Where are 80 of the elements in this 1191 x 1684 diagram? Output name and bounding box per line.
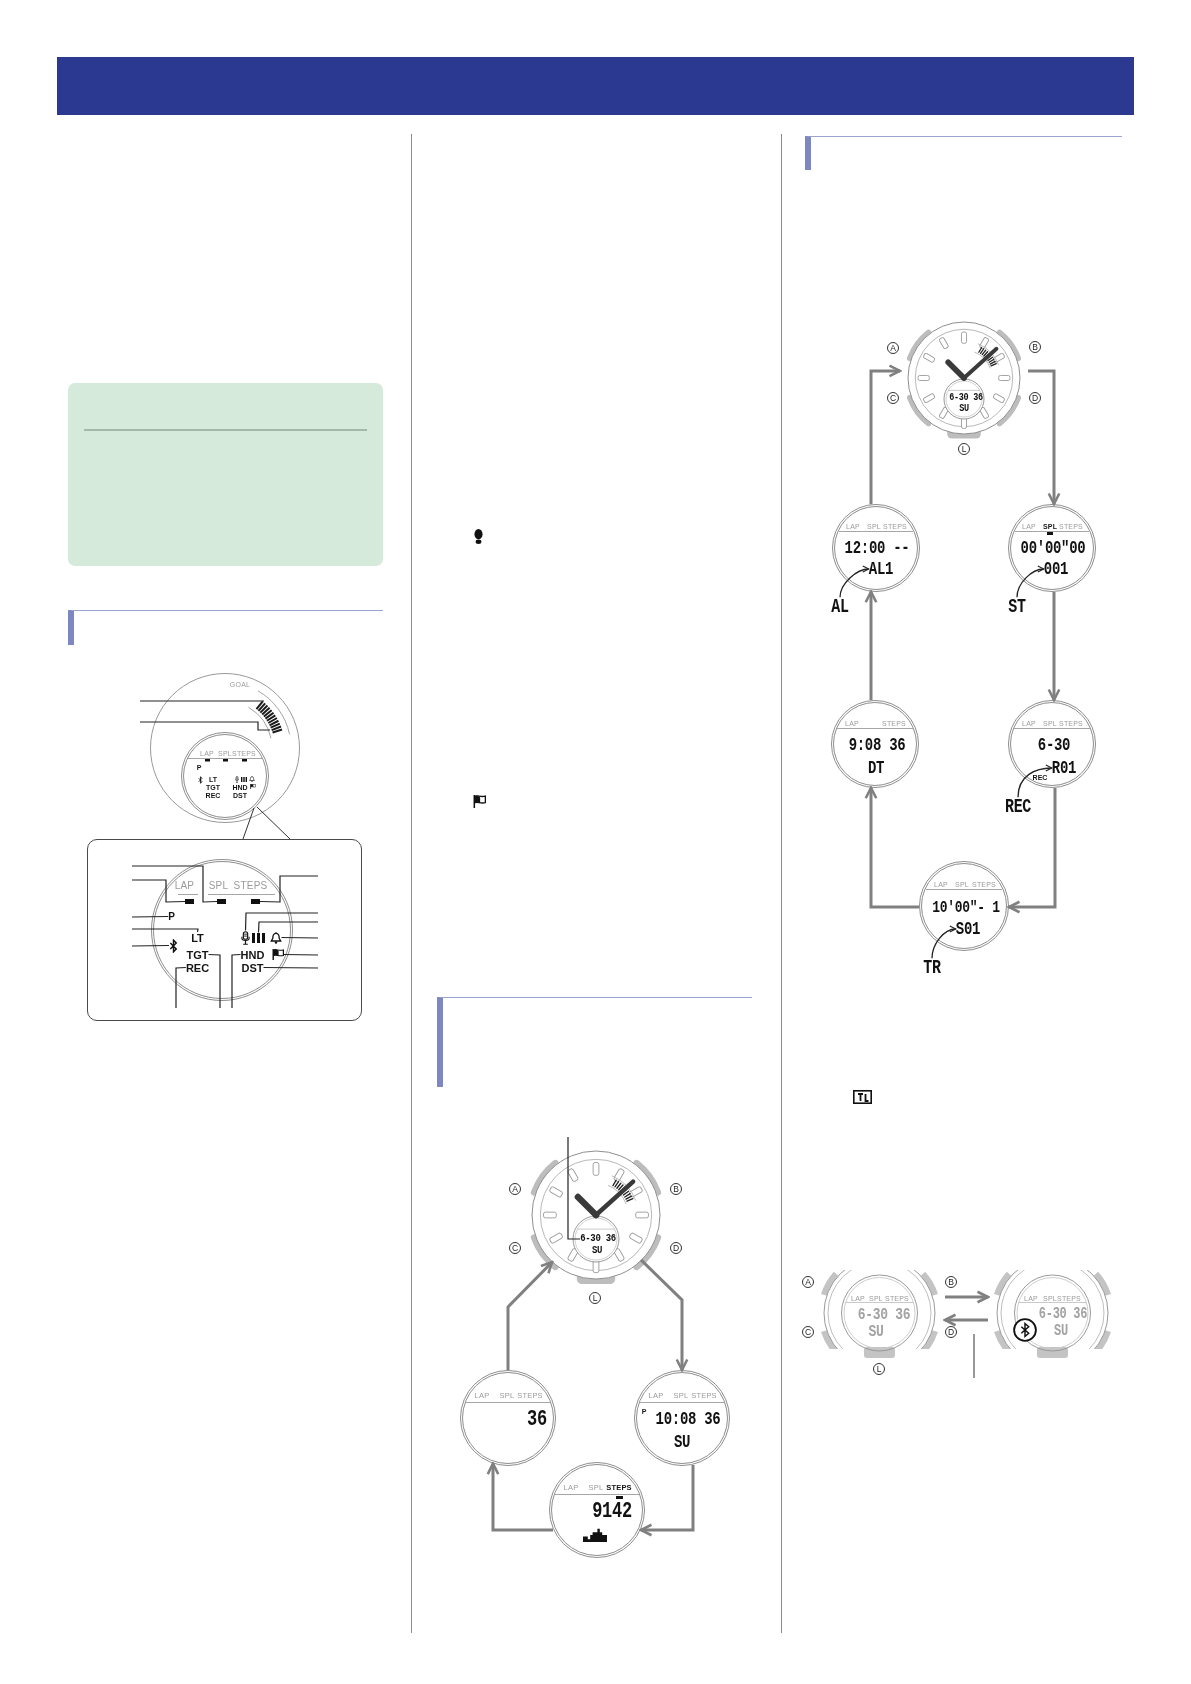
date-readout: 6-30 <box>1037 735 1071 755</box>
leader-line <box>231 953 242 1009</box>
time-readout: 9:08 36 <box>848 735 906 755</box>
indicator-label: P <box>168 911 175 922</box>
microphone-icon <box>241 930 250 945</box>
leader-line <box>259 875 319 903</box>
step-count-readout: 9142 <box>592 1499 632 1523</box>
mode-label: AL <box>831 597 849 617</box>
bluetooth-icon <box>169 938 178 953</box>
time-readout: 6-30 36 <box>857 1305 911 1323</box>
bell-icon <box>269 931 282 944</box>
seconds-readout: 36 <box>527 1407 547 1431</box>
time-readout: 12:00 -- <box>844 538 910 558</box>
battery-icon <box>252 932 265 943</box>
leader-line <box>131 865 218 903</box>
indicator-icon <box>185 899 194 904</box>
mode-code: DT <box>867 758 885 778</box>
arrow <box>943 1313 988 1327</box>
leader-line <box>567 1136 581 1240</box>
indicator-label: HND <box>240 949 265 960</box>
section-heading-bar <box>805 136 1122 170</box>
section-heading-bar <box>437 997 752 1087</box>
indicator-icon <box>251 899 260 904</box>
time-readout: 6-30 36 <box>949 392 983 404</box>
day-readout: SU <box>1054 1323 1068 1339</box>
arrow <box>1028 369 1061 506</box>
leader-arrow <box>839 566 870 598</box>
indicator-label: SPL <box>208 880 229 891</box>
leader-line <box>139 700 265 702</box>
arrow <box>864 786 919 909</box>
day-readout: SU <box>591 1245 603 1257</box>
time-readout: 6-30 36 <box>1038 1306 1088 1322</box>
indicator-label: LAP <box>174 880 195 891</box>
mode-code: S01 <box>955 919 981 939</box>
arrow <box>639 1465 695 1537</box>
leader-line <box>282 953 319 956</box>
indicator-label: DST <box>241 962 264 973</box>
mode-label: REC <box>1004 797 1032 817</box>
time-readout: 10:08 36 <box>655 1409 721 1429</box>
arrow <box>1007 788 1057 914</box>
arrow <box>506 1260 554 1370</box>
leader-line <box>244 912 319 932</box>
arrow <box>869 364 902 505</box>
leader-line <box>280 936 319 939</box>
leader-line <box>139 721 271 731</box>
leader-line <box>262 966 319 969</box>
leader-line <box>131 879 186 903</box>
time-readout: 6-30 36 <box>580 1233 616 1245</box>
indicator-label: TGT <box>186 949 209 960</box>
leader-line <box>131 915 169 918</box>
indicator-icon <box>217 899 226 904</box>
leader-line <box>257 921 319 934</box>
leader-arrow <box>1017 764 1053 798</box>
leader-line <box>131 944 170 947</box>
timer-readout: 10'00"- 1 <box>932 898 1000 916</box>
mode-code: 001 <box>1043 559 1069 579</box>
arrow <box>1047 592 1061 702</box>
arrow <box>945 1290 990 1304</box>
stopwatch-readout: 00'00"00 <box>1020 538 1086 558</box>
indicator-label: LT <box>191 932 204 943</box>
arrow <box>486 1462 553 1532</box>
day-readout: SU <box>673 1432 691 1452</box>
arrow <box>639 1258 689 1372</box>
leader-arrow <box>1016 566 1045 598</box>
arrow <box>864 590 878 701</box>
day-readout: SU <box>868 1322 884 1340</box>
mode-label: ST <box>1008 597 1026 617</box>
mode-code: R01 <box>1051 758 1077 778</box>
leader-line <box>131 928 199 933</box>
flag-icon <box>271 949 284 960</box>
leader-line <box>175 966 187 1009</box>
mode-code: AL1 <box>868 559 894 579</box>
leader-arrow <box>931 926 957 959</box>
mode-label: TR <box>923 958 941 978</box>
indicator-label: STEPS <box>233 880 268 891</box>
magnified-inset <box>87 839 362 1021</box>
indicator-label: REC <box>185 962 210 973</box>
section-heading-bar <box>68 610 383 645</box>
leader-line <box>207 953 221 1009</box>
day-readout: SU <box>959 403 969 415</box>
